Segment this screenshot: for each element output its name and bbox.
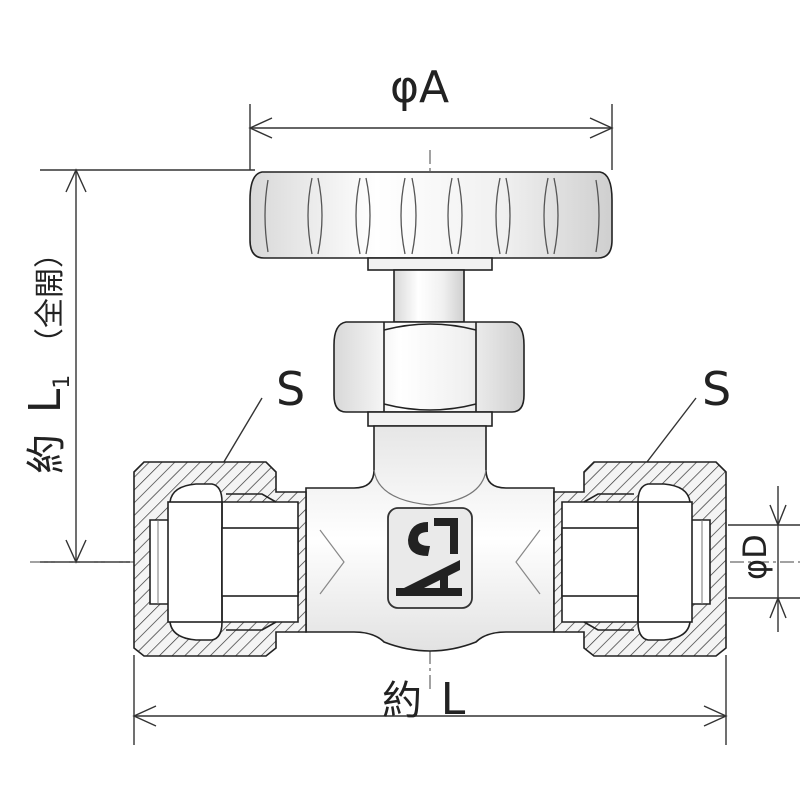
- port-label-left: S: [276, 362, 306, 416]
- dimension-label-l: 約 L: [382, 668, 465, 726]
- dimension-label-d: φD: [736, 534, 774, 580]
- handle-knob: [249, 171, 613, 259]
- valve-stem: [367, 257, 493, 323]
- valve-body: [305, 425, 555, 652]
- dimension-label-l1-note: （全開）: [33, 238, 68, 359]
- dimension-label-l-letter: L: [440, 674, 466, 725]
- dimension-label-l1-prefix: 約: [24, 434, 70, 474]
- port-label-right: S: [702, 362, 732, 416]
- dimension-label-l1-letter: L: [20, 388, 71, 414]
- right-fitting: [553, 461, 727, 657]
- manufacturer-logo: [396, 518, 462, 596]
- dimension-label-a: φA: [390, 62, 450, 113]
- dimension-label-l1: 約 L1 （全開）: [20, 238, 75, 474]
- bonnet-nut: [333, 321, 525, 427]
- dimension-label-l-prefix: 約: [382, 678, 422, 724]
- left-fitting: [133, 461, 307, 657]
- dimension-label-l1-subscript: 1: [50, 374, 75, 389]
